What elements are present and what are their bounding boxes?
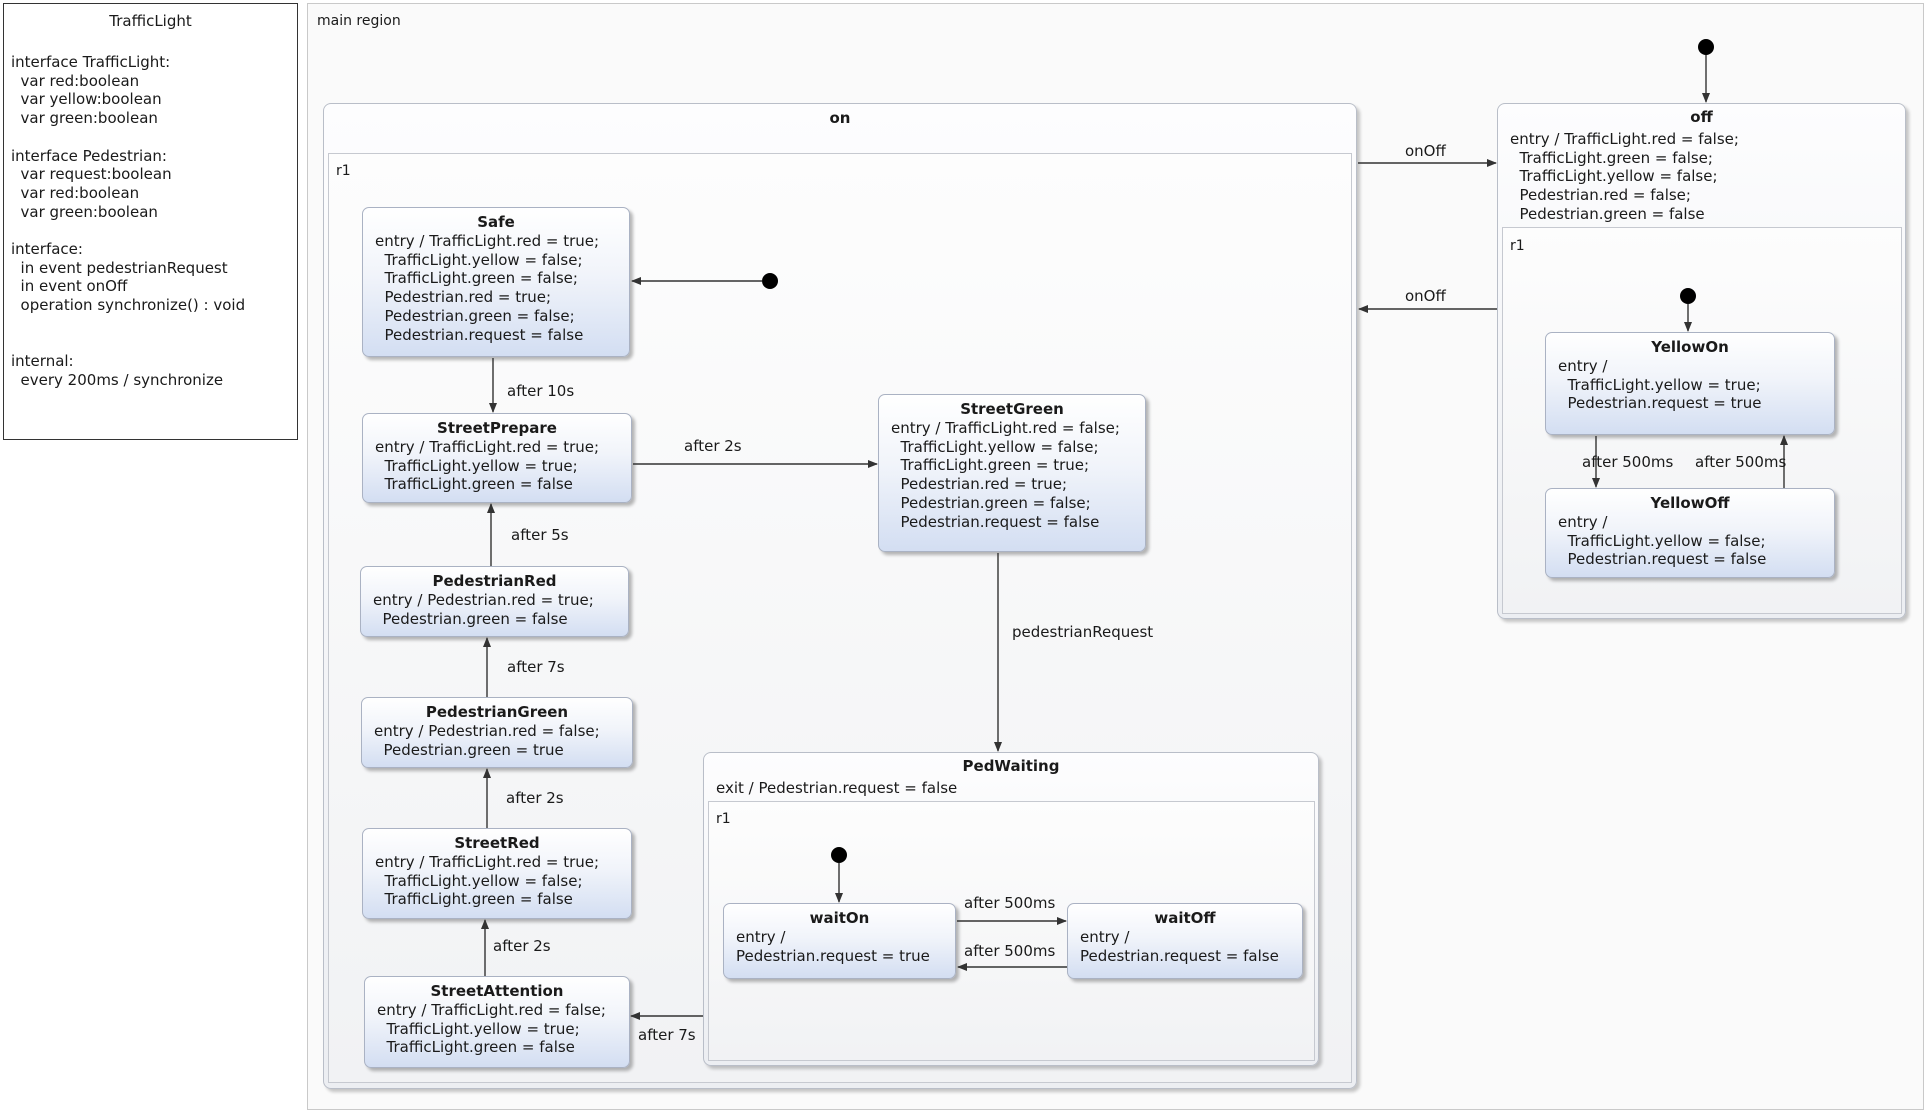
label-off-to-on: onOff: [1405, 287, 1446, 305]
yellow-on-name: YellowOn: [1651, 338, 1729, 356]
definition-panel-text: interface TrafficLight: var red:boolean …: [11, 53, 246, 389]
state-street-red[interactable]: StreetRed entry / TrafficLight.red = tru…: [362, 828, 632, 919]
state-off-name: off: [1690, 108, 1713, 126]
ped-waiting-name: PedWaiting: [962, 757, 1060, 775]
state-on-name: on: [829, 109, 851, 127]
street-red-body: entry / TrafficLight.red = true; Traffic…: [375, 853, 600, 909]
state-yellow-off[interactable]: YellowOff entry / TrafficLight.yellow = …: [1545, 488, 1835, 578]
initial-on-dot: [762, 273, 778, 289]
ped-waiting-exit: exit / Pedestrian.request = false: [716, 779, 958, 797]
state-pedestrian-red[interactable]: PedestrianRed entry / Pedestrian.red = t…: [360, 566, 629, 637]
state-wait-on[interactable]: waitOn entry / Pedestrian.request = true: [723, 903, 956, 979]
label-yellowon-to-yellowoff: after 500ms: [1582, 453, 1674, 471]
label-waitoff-to-waiton: after 500ms: [964, 942, 1056, 960]
initial-main-dot: [1698, 39, 1714, 55]
pedestrian-green-body: entry / Pedestrian.red = false; Pedestri…: [374, 722, 600, 759]
wait-on-body: entry / Pedestrian.request = true: [736, 928, 930, 965]
state-safe[interactable]: Safe entry / TrafficLight.red = true; Tr…: [362, 207, 630, 357]
label-pedgreen-to-pedred: after 7s: [507, 658, 565, 676]
label-pedred-to-prepare: after 5s: [511, 526, 569, 544]
state-off-entry: entry / TrafficLight.red = false; Traffi…: [1510, 130, 1739, 223]
safe-name: Safe: [477, 213, 515, 231]
state-street-attention[interactable]: StreetAttention entry / TrafficLight.red…: [364, 976, 630, 1068]
wait-on-name: waitOn: [809, 909, 870, 927]
state-street-prepare[interactable]: StreetPrepare entry / TrafficLight.red =…: [362, 413, 632, 503]
yellow-on-body: entry / TrafficLight.yellow = true; Pede…: [1558, 357, 1762, 413]
street-green-name: StreetGreen: [960, 400, 1064, 418]
street-green-body: entry / TrafficLight.red = false; Traffi…: [891, 419, 1120, 531]
label-yellowoff-to-yellowon: after 500ms: [1695, 453, 1787, 471]
definition-panel: TrafficLight interface TrafficLight: var…: [3, 3, 298, 440]
label-waiton-to-waitoff: after 500ms: [964, 894, 1056, 912]
definition-panel-title: TrafficLight: [109, 12, 192, 30]
wait-off-body: entry / Pedestrian.request = false: [1080, 928, 1279, 965]
pedestrian-green-name: PedestrianGreen: [425, 703, 569, 721]
label-attention-to-streetred: after 2s: [493, 937, 551, 955]
state-yellow-on[interactable]: YellowOn entry / TrafficLight.yellow = t…: [1545, 332, 1835, 435]
initial-pedwaiting-dot: [831, 847, 847, 863]
label-pedwaiting-to-attention: after 7s: [638, 1026, 696, 1044]
street-prepare-name: StreetPrepare: [437, 419, 557, 437]
wait-off-name: waitOff: [1154, 909, 1216, 927]
state-wait-off[interactable]: waitOff entry / Pedestrian.request = fal…: [1067, 903, 1303, 979]
street-attention-name: StreetAttention: [430, 982, 564, 1000]
state-street-green[interactable]: StreetGreen entry / TrafficLight.red = f…: [878, 394, 1146, 552]
yellow-off-name: YellowOff: [1650, 494, 1730, 512]
on-region-label: r1: [336, 163, 351, 179]
pedestrian-red-name: PedestrianRed: [432, 572, 557, 590]
label-prepare-to-green: after 2s: [684, 437, 742, 455]
label-safe-to-prepare: after 10s: [507, 382, 575, 400]
street-prepare-body: entry / TrafficLight.red = true; Traffic…: [375, 438, 600, 494]
off-region-label: r1: [1510, 238, 1525, 254]
label-streetred-to-pedgreen: after 2s: [506, 789, 564, 807]
street-red-name: StreetRed: [454, 834, 540, 852]
main-region-label: main region: [317, 13, 401, 29]
pedestrian-red-body: entry / Pedestrian.red = true; Pedestria…: [373, 591, 594, 628]
label-green-to-pedwaiting: pedestrianRequest: [1012, 623, 1154, 641]
yellow-off-body: entry / TrafficLight.yellow = false; Ped…: [1558, 513, 1767, 569]
label-on-to-off: onOff: [1405, 142, 1446, 160]
state-pedestrian-green[interactable]: PedestrianGreen entry / Pedestrian.red =…: [361, 697, 633, 768]
initial-off-dot: [1680, 288, 1696, 304]
ped-waiting-region-label: r1: [716, 811, 731, 827]
safe-body: entry / TrafficLight.red = true; Traffic…: [375, 232, 600, 344]
street-attention-body: entry / TrafficLight.red = false; Traffi…: [377, 1001, 606, 1057]
